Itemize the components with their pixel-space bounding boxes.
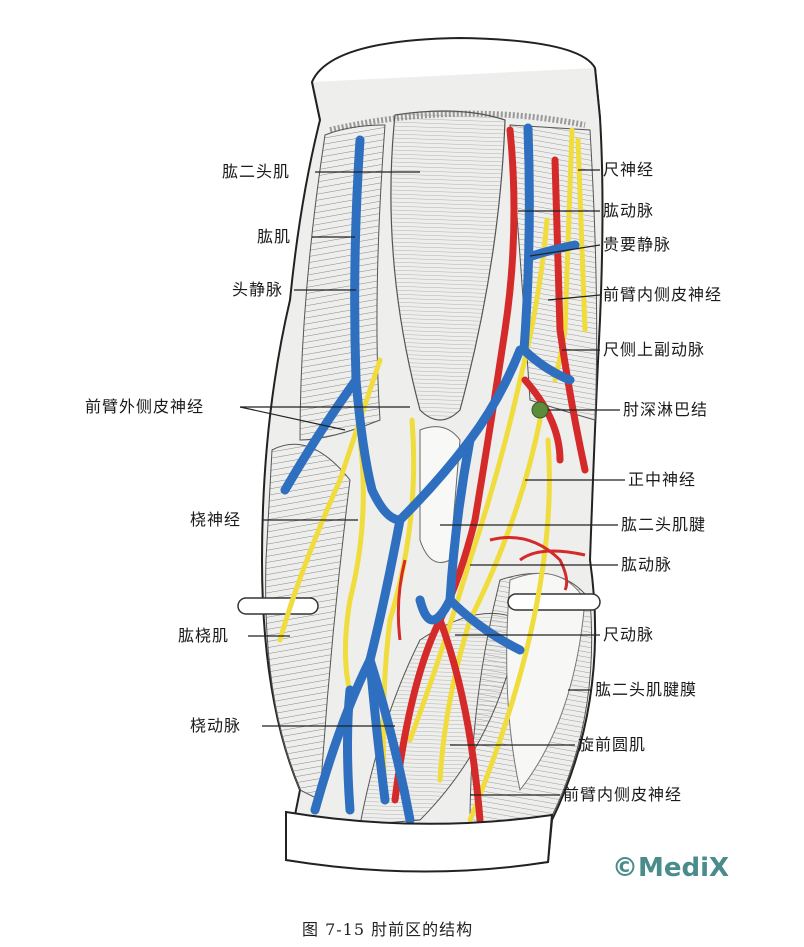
label-ulnar-nerve: 尺神经 (603, 160, 655, 179)
veins (280, 123, 580, 825)
label-lateral-antebrachial-cutaneous-nerve: 前臂外侧皮神经 (85, 397, 205, 416)
label-medial-antebrachial-cutaneous-nerve-upper: 前臂内侧皮神经 (603, 285, 723, 304)
lymph-node (531, 401, 549, 419)
watermark-logo: ©MediX (612, 853, 730, 883)
label-basilic-vein: 贵要静脉 (603, 235, 672, 254)
retractor-left (237, 597, 319, 615)
brachioradialis-mass (265, 443, 351, 801)
label-brachial-artery-lower: 肱动脉 (621, 555, 673, 574)
label-median-nerve: 正中神经 (628, 470, 697, 489)
forearm-cut-skin (285, 810, 554, 873)
label-ulnar-artery: 尺动脉 (603, 625, 655, 644)
label-pronator-teres: 旋前圆肌 (578, 735, 647, 754)
label-cubital-deep-lymph-nodes: 肘深淋巴结 (623, 400, 709, 419)
label-radial-artery: 桡动脉 (190, 716, 242, 735)
label-biceps-tendon: 肱二头肌腱 (621, 515, 707, 534)
label-bicipital-aponeurosis: 肱二头肌腱膜 (595, 680, 698, 699)
artery-branches (396, 536, 586, 641)
label-medial-antebrachial-cutaneous-nerve-lower: 前臂内侧皮神经 (563, 785, 683, 804)
biceps-belly (390, 110, 506, 421)
retractor-right (507, 593, 601, 611)
label-brachial-artery-upper: 肱动脉 (603, 201, 655, 220)
label-cephalic-vein: 头静脉 (232, 280, 284, 299)
brachialis-mass (299, 124, 386, 441)
label-brachioradialis: 肱桡肌 (178, 626, 230, 645)
label-superior-ulnar-collateral-artery: 尺侧上副动脉 (603, 340, 706, 359)
figure-caption: 图 7-15 肘前区的结构 (302, 920, 474, 939)
label-radial-nerve: 桡神经 (190, 510, 242, 529)
arteries (391, 126, 589, 824)
label-brachialis: 肱肌 (257, 227, 292, 246)
leader-lines (239, 169, 625, 796)
label-biceps-muscle: 肱二头肌 (222, 162, 291, 181)
